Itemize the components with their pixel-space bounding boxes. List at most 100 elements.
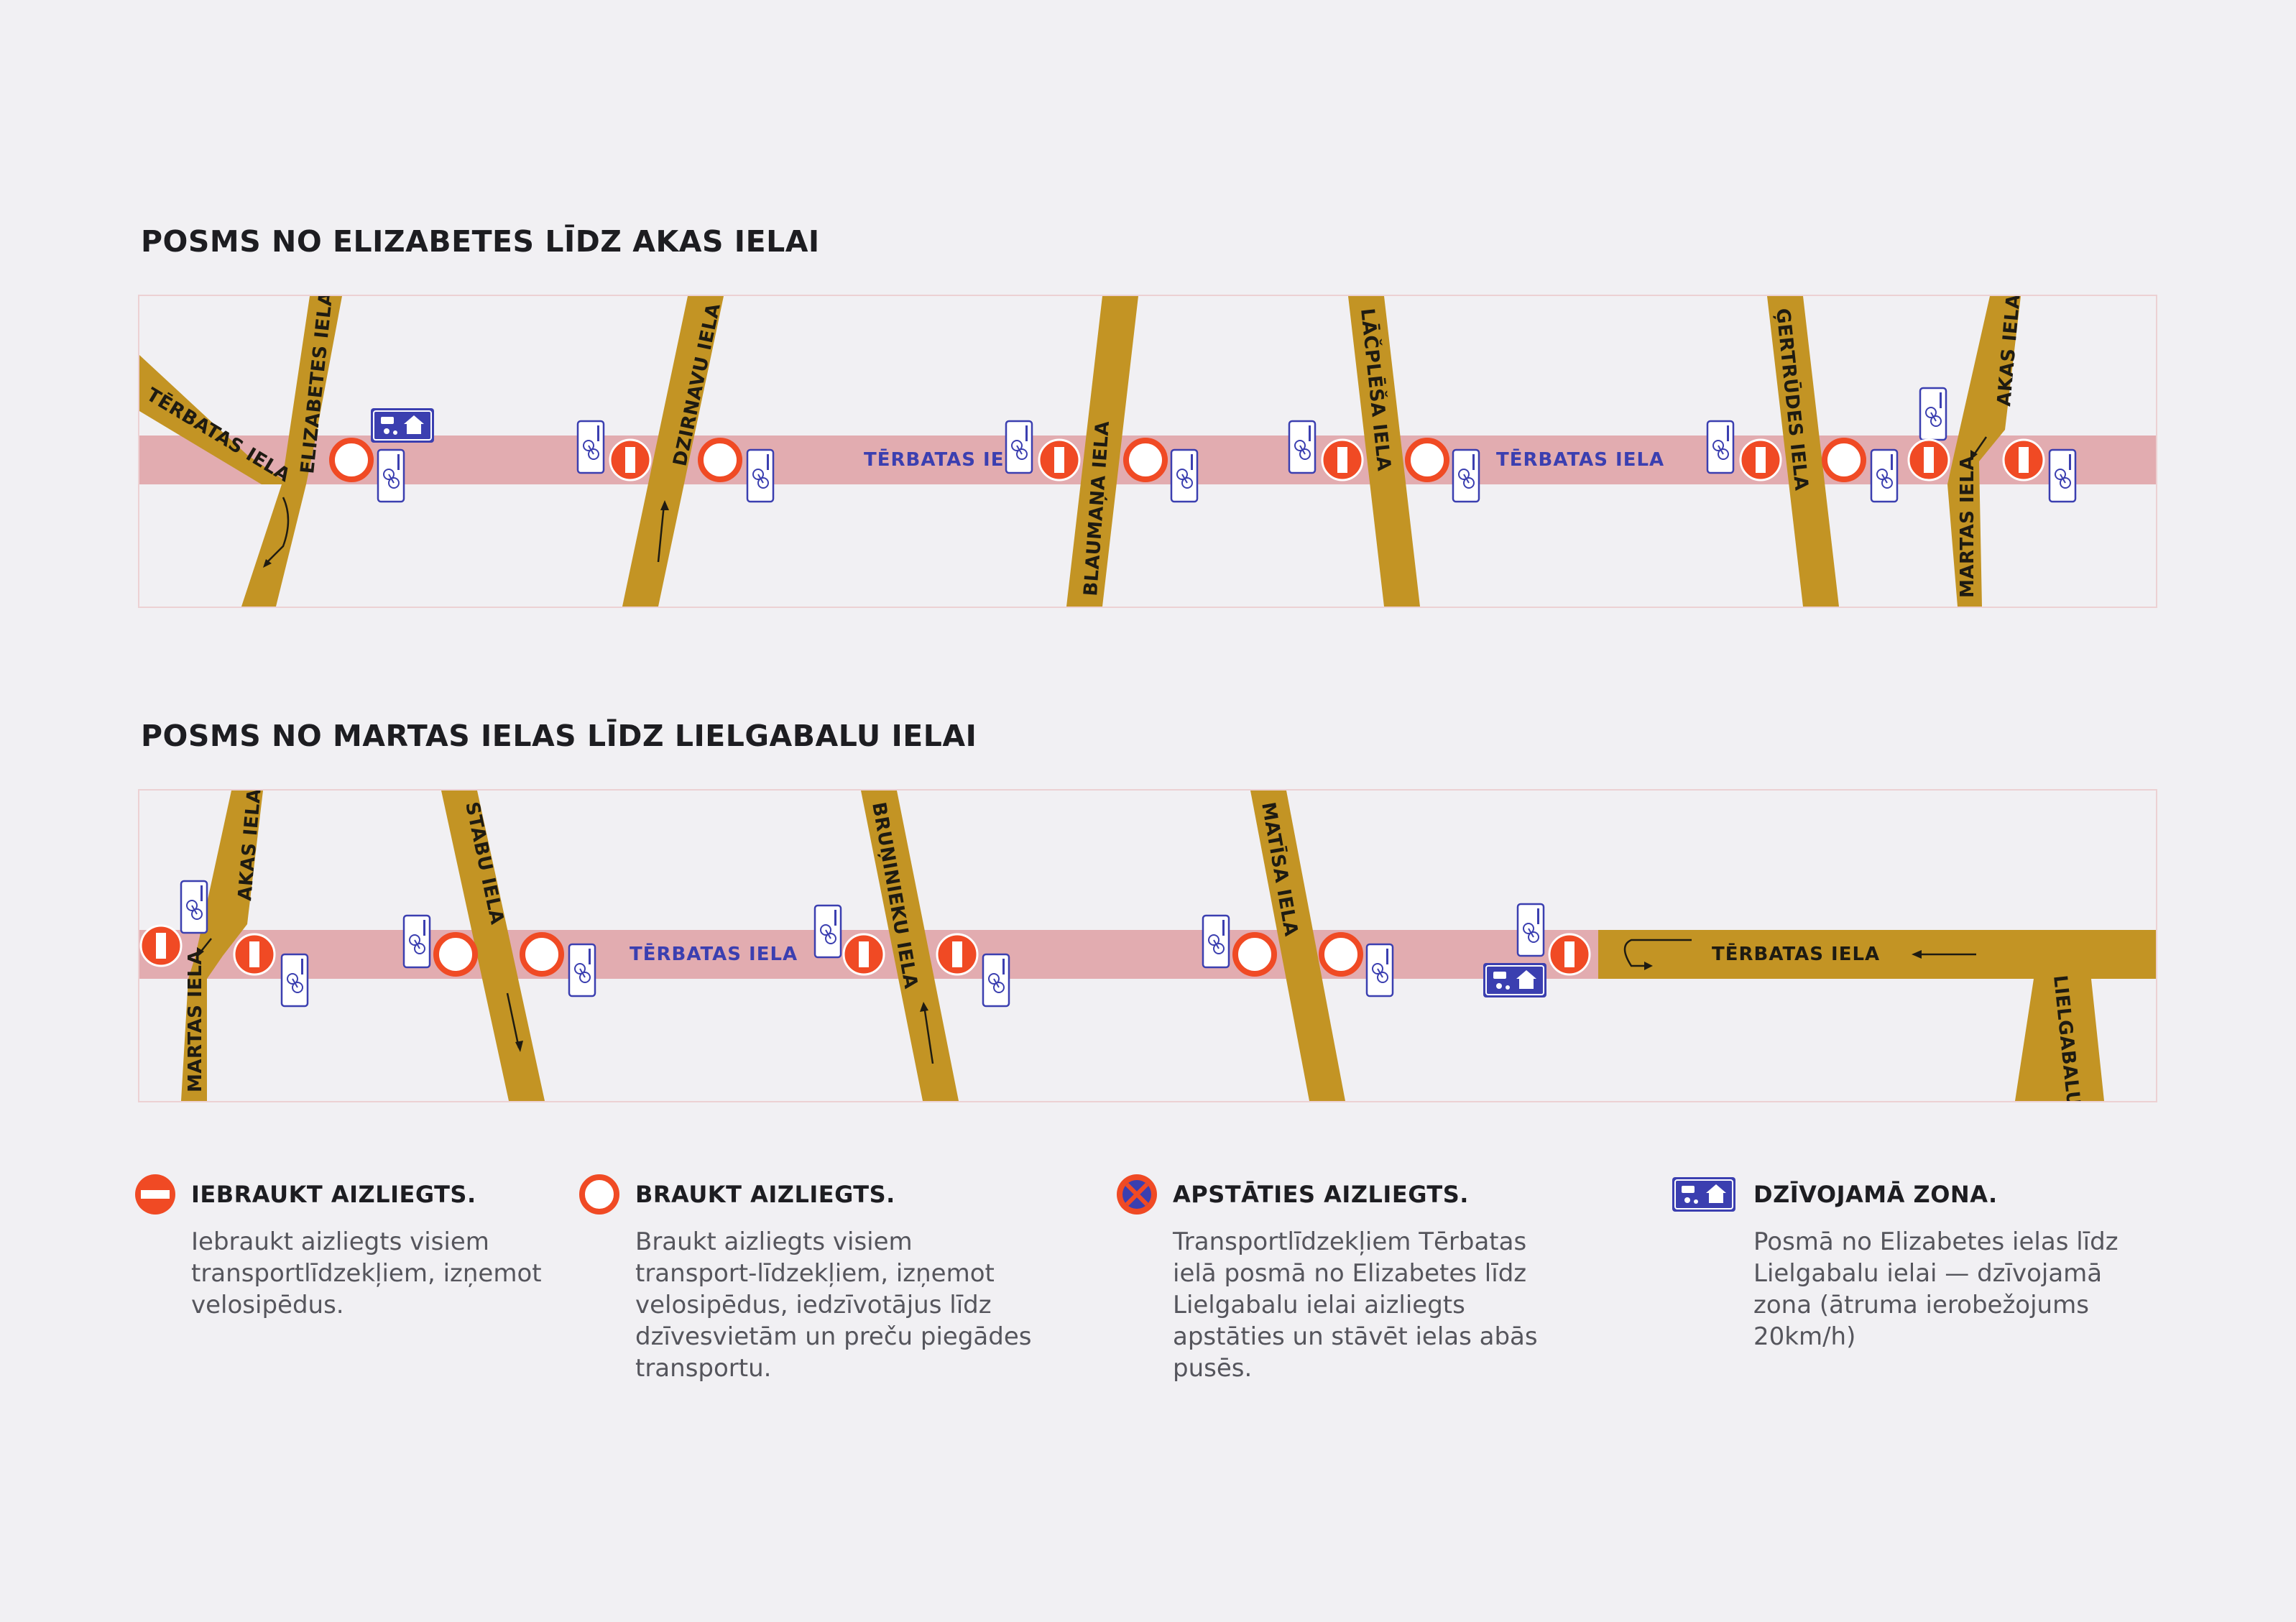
legend-head: IEBRAUKT AIZLIEGTS. <box>134 1173 579 1216</box>
no-vehicles-sign-icon <box>579 1174 619 1215</box>
no-vehicles-sign-icon <box>1322 935 1360 974</box>
road-martas <box>181 956 223 1101</box>
label-martas: MARTAS IELA <box>1957 456 1978 598</box>
legend-text: Transportlīdzekļiem Tērbatas ielā posmā … <box>1173 1227 1538 1383</box>
no-vehicles-sign-icon <box>1825 441 1863 479</box>
residential-zone-sign-icon <box>370 407 435 443</box>
residential-zone-sign-icon <box>1483 962 1547 998</box>
bicycle-exception-plate-icon <box>813 904 842 959</box>
no-entry-sign-icon <box>2002 438 2045 481</box>
arrow-head <box>263 559 272 568</box>
no-vehicles-sign-icon <box>1126 441 1165 479</box>
arrow-akas <box>1972 436 1988 456</box>
road-bruninieku <box>861 791 959 1101</box>
no-entry-sign-icon <box>233 933 276 976</box>
label-main-street-a: TĒRBATAS IELA <box>630 942 798 965</box>
bicycle-exception-plate-icon <box>746 448 775 503</box>
label-martas: MARTAS IELA <box>185 950 206 1092</box>
bicycle-exception-plate-icon <box>402 914 431 969</box>
map-section-2: AKAS IELA MARTAS IELA STABU IELA BRUŅINI… <box>138 789 2157 1102</box>
arrow-head <box>1644 962 1653 970</box>
label-main-street-a: TĒRBATAS IELA <box>864 448 1032 471</box>
bicycle-exception-plate-icon <box>568 943 596 997</box>
no-vehicles-sign-icon <box>1408 441 1447 479</box>
bicycle-exception-plate-icon <box>280 953 309 1008</box>
legend-item-residential-zone: DZĪVOJAMĀ ZONA. Posmā no Elizabetes iela… <box>1672 1173 2119 1353</box>
road-dzirnavu <box>622 296 724 607</box>
bicycle-exception-plate-icon <box>982 953 1010 1008</box>
legend-title: APSTĀTIES AIZLIEGTS. <box>1173 1181 1469 1208</box>
bicycle-exception-plate-icon <box>1870 448 1899 503</box>
bicycle-exception-plate-icon <box>1516 903 1545 957</box>
road-elizabetes-lower <box>241 484 306 607</box>
arrow-head <box>515 1041 523 1052</box>
legend-item-no-entry: IEBRAUKT AIZLIEGTS. Iebraukt aizliegts v… <box>134 1173 579 1321</box>
no-stopping-sign-icon <box>1117 1174 1157 1215</box>
road-akas <box>1952 296 2021 461</box>
map-section-1: TĒRBATAS IELA ELIZABETES IELA DZIRNAVU I… <box>138 295 2157 608</box>
arrow-head <box>1912 950 1922 959</box>
section-title-1: POSMS NO ELIZABETES LĪDZ AKAS IELAI <box>141 224 820 259</box>
bicycle-exception-plate-icon <box>1005 420 1033 474</box>
no-vehicles-sign-icon <box>332 441 371 479</box>
road-lielgabalu <box>2015 979 2104 1101</box>
no-vehicles-sign-icon <box>1235 935 1274 974</box>
bicycle-exception-plate-icon <box>1170 448 1199 503</box>
no-entry-sign-icon <box>1548 933 1591 976</box>
no-entry-sign-icon <box>1907 438 1950 481</box>
bicycle-exception-plate-icon <box>1202 914 1230 969</box>
bicycle-exception-plate-icon <box>180 880 208 934</box>
arrow-head <box>920 1002 928 1012</box>
road-matisa <box>1250 791 1345 1101</box>
road-blaumana <box>1066 296 1138 607</box>
no-entry-sign-icon <box>609 438 652 481</box>
road-akas <box>195 791 263 956</box>
arrow-head <box>660 500 669 510</box>
arrow-stabu <box>506 992 520 1049</box>
bicycle-exception-plate-icon <box>1288 420 1317 474</box>
arrow-head <box>197 947 204 957</box>
legend-head: BRAUKT AIZLIEGTS. <box>578 1173 1023 1216</box>
no-entry-sign-icon <box>936 933 979 976</box>
no-entry-sign-icon <box>139 924 183 967</box>
road-martas <box>1947 461 1982 607</box>
arrow-uturn <box>1623 939 1692 967</box>
bicycle-exception-plate-icon <box>1452 448 1480 503</box>
no-vehicles-sign-icon <box>522 935 561 974</box>
no-entry-sign-icon <box>842 933 885 976</box>
legend-text: Posmā no Elizabetes ielas līdz Lielgabal… <box>1753 1227 2119 1351</box>
arrow-elizabetes <box>265 497 290 564</box>
no-entry-sign-icon <box>1038 438 1081 481</box>
legend-head: DZĪVOJAMĀ ZONA. <box>1672 1173 2117 1216</box>
legend-item-no-vehicles: BRAUKT AIZLIEGTS. Braukt aizliegts visie… <box>578 1173 1031 1384</box>
map-1-svg: TĒRBATAS IELA ELIZABETES IELA DZIRNAVU I… <box>139 296 2156 607</box>
legend-text: Braukt aizliegts visiem transport-līdzek… <box>635 1227 1032 1383</box>
map-2-svg: AKAS IELA MARTAS IELA STABU IELA BRUŅINI… <box>139 791 2156 1101</box>
bicycle-exception-plate-icon <box>377 448 405 503</box>
bicycle-exception-plate-icon <box>1919 387 1947 441</box>
no-vehicles-sign-icon <box>436 935 475 974</box>
arrow-dzirnavu <box>657 504 665 563</box>
legend-item-no-stopping: APSTĀTIES AIZLIEGTS. Transportlīdzekļiem… <box>1115 1173 1561 1384</box>
road-gertrudes <box>1767 296 1839 607</box>
legend-text: Iebraukt aizliegts visiem transportlīdze… <box>191 1227 542 1319</box>
label-main-street-b: TĒRBATAS IELA <box>1496 448 1664 471</box>
bicycle-exception-plate-icon <box>2048 448 2077 503</box>
road-stabu <box>441 791 545 1101</box>
legend-title: DZĪVOJAMĀ ZONA. <box>1753 1181 1998 1208</box>
bicycle-exception-plate-icon <box>1365 943 1394 997</box>
road-lacplesa <box>1348 296 1420 607</box>
no-entry-sign-icon <box>135 1174 175 1215</box>
label-main-street-b: TĒRBATAS IELA <box>1712 942 1880 965</box>
residential-zone-sign-icon <box>1672 1177 1735 1212</box>
road-terbatas-diagonal <box>139 355 290 484</box>
legend-title: BRAUKT AIZLIEGTS. <box>635 1181 895 1208</box>
arrow-head <box>1970 450 1978 460</box>
legend-title: IEBRAUKT AIZLIEGTS. <box>191 1181 476 1208</box>
arrow-bruninieku <box>923 1005 934 1064</box>
section-title-2: POSMS NO MARTAS IELAS LĪDZ LIELGABALU IE… <box>141 719 977 753</box>
bicycle-exception-plate-icon <box>576 420 605 474</box>
road-terbatas-vehicle-section <box>1598 930 2156 979</box>
bicycle-exception-plate-icon <box>1706 420 1735 474</box>
